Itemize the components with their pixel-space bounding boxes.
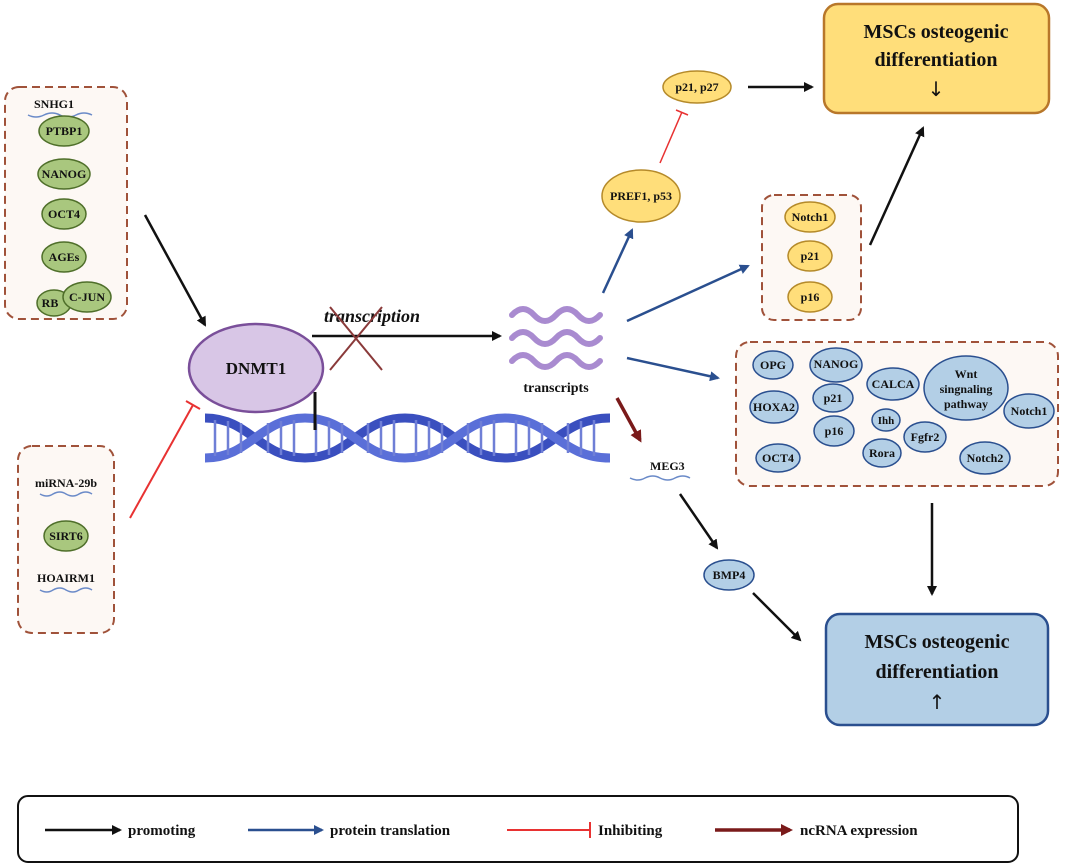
up-arrow-icon: ↑ <box>929 690 946 714</box>
ncrna-strand-icon <box>629 475 691 481</box>
ncrna-strand-icon <box>39 587 93 593</box>
node-p16-yellow <box>787 281 833 313</box>
node-sirt6-label: SIRT6 <box>49 529 83 543</box>
node-ages <box>41 241 87 273</box>
node-oct4-blue <box>755 443 801 473</box>
meg3-label: MEG3 <box>650 459 685 473</box>
node-fgfr2-label: Fgfr2 <box>911 430 940 444</box>
outcome-up-box <box>824 612 1050 727</box>
node-p21-p27-label: p21, p27 <box>675 80 718 94</box>
snhg1-label: SNHG1 <box>34 97 74 111</box>
node-rb-label: RB <box>42 296 59 310</box>
translation-arrow-pref1 <box>601 228 634 294</box>
node-rora <box>862 438 902 468</box>
node-nanog-blue-label: NANOG <box>814 357 859 371</box>
node-p16-label: p16 <box>801 290 820 304</box>
node-wnt-line1: Wnt <box>955 367 978 381</box>
node-nanog <box>37 158 91 190</box>
dna-helix-icon <box>204 413 611 463</box>
outcome-up-line2: differentiation <box>876 661 999 683</box>
node-oct4 <box>41 198 87 230</box>
inhibit-bar <box>185 400 201 410</box>
node-cjun-label: C-JUN <box>69 290 105 304</box>
node-notch2 <box>959 441 1011 475</box>
node-opg <box>752 350 794 380</box>
node-p16-blue-label: p16 <box>825 424 844 438</box>
ncrna-arrow-meg3 <box>615 397 642 443</box>
promote-arrow-to-dnmt1 <box>143 214 207 327</box>
outcome-down-box <box>822 2 1051 115</box>
promote-arrow-bmp4 <box>678 493 719 550</box>
node-notch1-label: Notch1 <box>792 210 829 224</box>
node-wnt-line3: pathway <box>944 397 988 411</box>
node-p21-blue-label: p21 <box>824 391 843 405</box>
node-notch2-label: Notch2 <box>967 451 1004 465</box>
node-wnt-pathway <box>923 355 1009 421</box>
promote-arrow-outcome-up <box>752 592 802 642</box>
node-hoxa2-label: HOXA2 <box>753 400 795 414</box>
ncrna-strand-icon <box>27 112 93 118</box>
legend-promoting-label: promoting <box>128 823 196 839</box>
node-oct4-label: OCT4 <box>48 207 80 221</box>
node-cjun <box>62 281 112 313</box>
node-sirt6 <box>43 520 89 552</box>
node-notch1-blue-label: Notch1 <box>1011 404 1048 418</box>
mirna-29b-label: miRNA-29b <box>35 476 97 490</box>
node-wnt-line2: singnaling <box>940 382 993 396</box>
transcription-label: transcription <box>324 306 420 326</box>
left-group-1: SNHG1 PTBP1 NANOG OCT4 AGEs RB C-JUN <box>4 86 128 320</box>
promote-arrow-outcome-down-2 <box>868 126 925 246</box>
node-pref1-p53 <box>601 169 681 223</box>
node-pref1-label: PREF1, p53 <box>610 189 672 203</box>
node-rora-label: Rora <box>869 446 895 460</box>
node-calca <box>866 367 920 401</box>
transcripts-label: transcripts <box>523 381 589 396</box>
translation-arrow-blue-group <box>626 356 720 382</box>
node-ptbp1 <box>38 115 90 147</box>
node-oct4-blue-label: OCT4 <box>762 451 794 465</box>
node-notch1-blue <box>1003 393 1055 429</box>
dnmt1-label: DNMT1 <box>226 359 286 378</box>
node-ihh <box>871 408 901 432</box>
node-opg-label: OPG <box>760 358 786 372</box>
node-fgfr2 <box>903 421 947 453</box>
node-notch1-yellow <box>784 201 836 233</box>
outcome-up-line1: MSCs osteogenic <box>865 631 1010 653</box>
node-ihh-label: Ihh <box>878 415 895 427</box>
node-p16-blue <box>813 415 855 447</box>
node-ages-label: AGEs <box>49 250 80 264</box>
node-p21-p27 <box>662 70 732 104</box>
node-p21-blue <box>812 383 854 413</box>
inhibit-line-to-dnmt1 <box>129 404 194 519</box>
translation-arrow-group <box>626 264 750 323</box>
node-hoxa2 <box>749 390 799 424</box>
node-nanog-label: NANOG <box>42 167 87 181</box>
legend: promoting protein translation Inhibiting… <box>17 795 1019 863</box>
node-bmp4-label: BMP4 <box>713 568 746 582</box>
node-bmp4 <box>703 559 755 591</box>
left-group-2: miRNA-29b SIRT6 HOAIRM1 <box>17 445 115 634</box>
legend-inhibit-label: Inhibiting <box>598 823 663 839</box>
down-arrow-icon: ↓ <box>928 77 945 101</box>
node-p21-label: p21 <box>801 249 820 263</box>
legend-translation-label: protein translation <box>330 823 451 839</box>
legend-ncrna-label: ncRNA expression <box>800 823 918 839</box>
outcome-down-line2: differentiation <box>875 49 998 71</box>
node-calca-label: CALCA <box>872 377 915 391</box>
blue-nodes: OPG NANOG Wnt singnaling pathway HOXA2 p… <box>749 347 1055 475</box>
inhibit-line-p21p27 <box>659 111 683 164</box>
dnmt1-node <box>187 322 325 414</box>
node-ptbp1-label: PTBP1 <box>46 124 83 138</box>
hoairm1-label: HOAIRM1 <box>37 571 95 585</box>
transcripts-icon <box>509 306 603 370</box>
node-nanog-blue <box>809 347 863 383</box>
node-p21-yellow <box>787 240 833 272</box>
outcome-down-line1: MSCs osteogenic <box>864 21 1009 43</box>
ncrna-strand-icon <box>39 491 93 497</box>
